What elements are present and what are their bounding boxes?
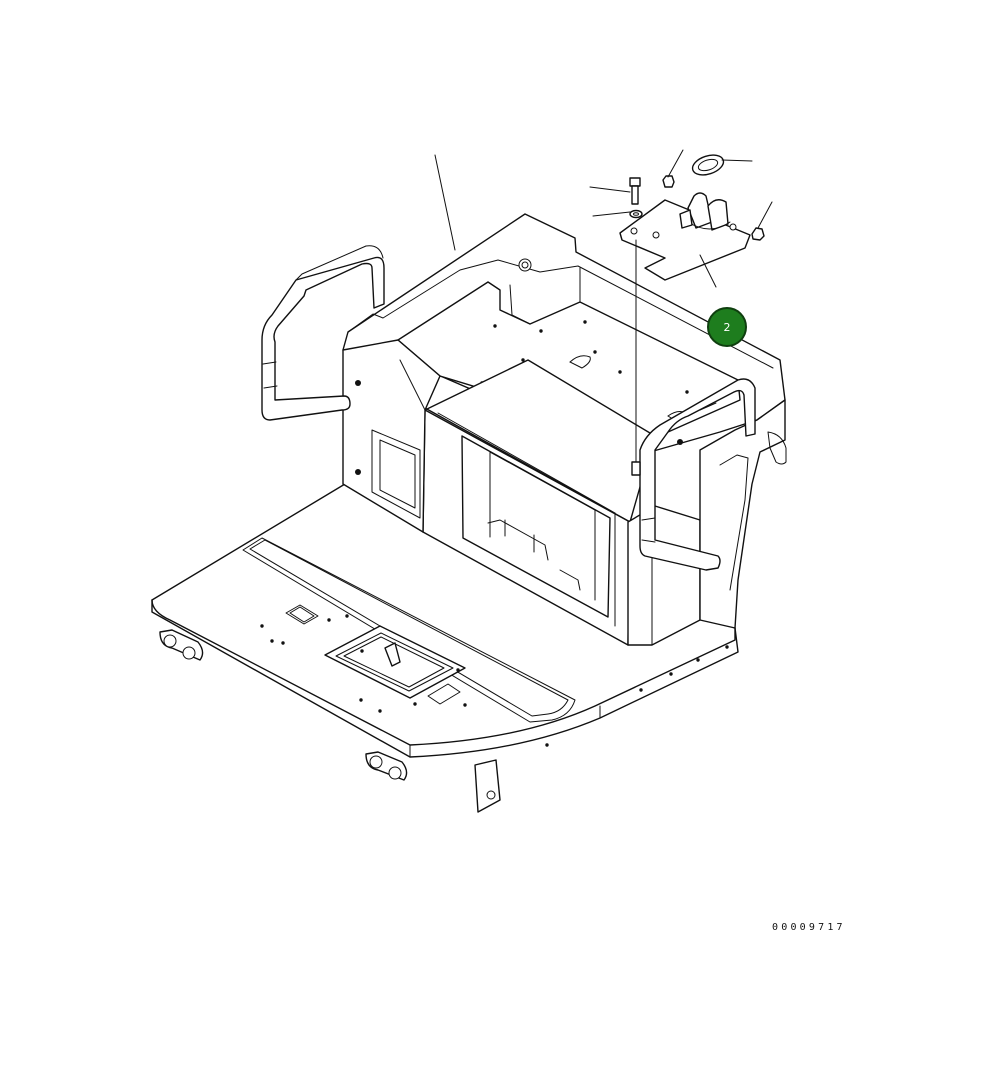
seat-box [342, 213, 786, 646]
exploded-bracket-assembly [619, 154, 765, 476]
floor-plate [151, 483, 739, 758]
mounting-eyes [159, 629, 501, 813]
callout-2-badge[interactable] [707, 307, 747, 347]
leader-lines [434, 149, 773, 288]
left-handrail [261, 245, 385, 421]
callout-2[interactable]: 2 [707, 307, 747, 347]
right-handrail [639, 378, 787, 571]
drawing-id: 00009717 [772, 922, 846, 933]
callout-2-label: 2 [724, 321, 731, 334]
